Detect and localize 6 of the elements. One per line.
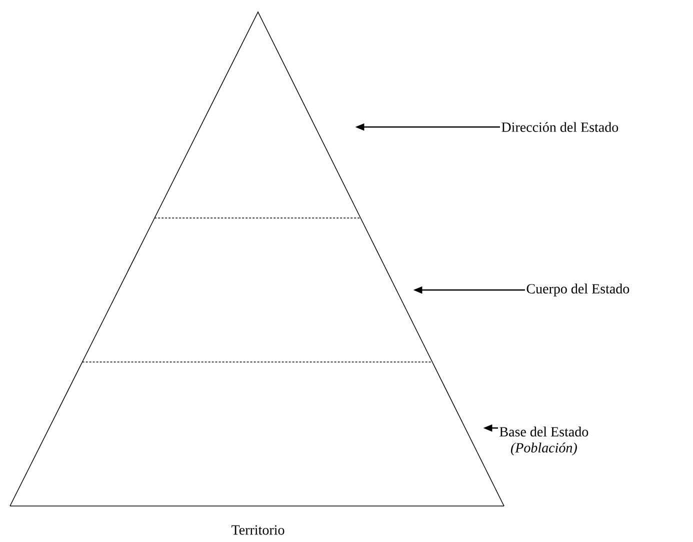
level-label: Base del Estado (Población): [500, 426, 588, 456]
pyramid-tier: [82, 218, 433, 362]
base-label: Territorio: [232, 525, 284, 535]
level-label: Dirección del Estado: [502, 122, 618, 132]
level-label: Cuerpo del Estado: [526, 284, 630, 296]
pyramid-top-tier: [154, 11, 361, 218]
